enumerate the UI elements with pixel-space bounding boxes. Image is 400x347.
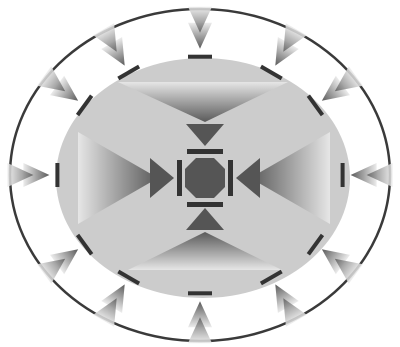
bar-icon — [188, 55, 212, 59]
center-bar-top — [187, 149, 223, 154]
octagon-icon — [185, 158, 225, 198]
bar-icon — [188, 291, 212, 295]
center-bar-bottom — [187, 202, 223, 207]
bar-icon — [55, 163, 59, 187]
center-bar-left — [177, 160, 182, 196]
center-bar-right — [228, 160, 233, 196]
bar-icon — [341, 163, 345, 187]
